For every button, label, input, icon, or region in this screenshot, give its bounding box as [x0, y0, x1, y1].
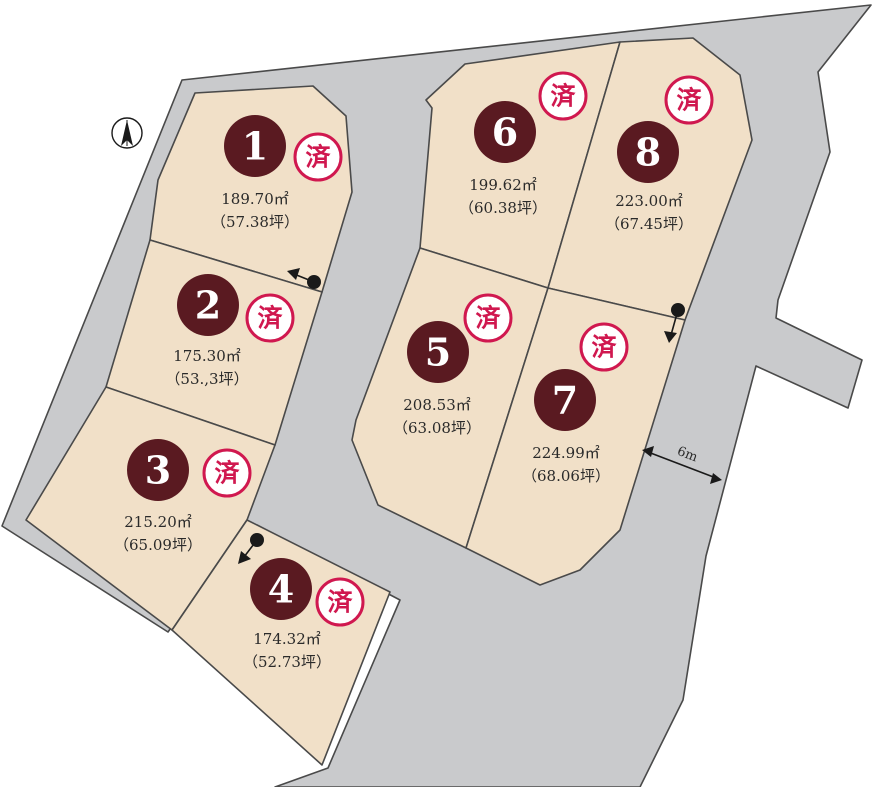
lot-1-parcel[interactable] [149, 85, 353, 293]
lot-area: 208.53㎡ [403, 396, 471, 414]
lot-6-labels: 6 済 199.62㎡ （60.38坪） [459, 71, 588, 217]
lot-number: 6 [492, 110, 518, 155]
sold-badge [538, 71, 588, 121]
lot-number: 5 [425, 330, 451, 375]
road-width-dimension: 6m [642, 444, 722, 484]
sold-mark: 済 [257, 304, 283, 333]
sold-badge [202, 448, 252, 498]
lot-7-labels: 7 済 224.99㎡ （68.06坪） [522, 322, 629, 485]
lot-area: 224.99㎡ [532, 444, 600, 462]
road-width-label: 6m [675, 444, 700, 465]
lot-area: 215.20㎡ [124, 513, 192, 531]
lot-area: 199.62㎡ [469, 176, 537, 194]
sold-badge [463, 293, 513, 343]
sold-mark: 済 [214, 459, 240, 488]
sold-mark: 済 [591, 333, 617, 362]
lot-number: 1 [242, 124, 268, 169]
lot-number-badge [127, 439, 189, 501]
lot-4-labels: 4 済 174.32㎡ （52.73坪） [243, 558, 365, 671]
sold-mark: 済 [475, 304, 501, 333]
lot-tsubo: （67.45坪） [605, 215, 693, 233]
lot-tsubo: （63.08坪） [393, 419, 481, 437]
lot-number-badge [474, 101, 536, 163]
lot-1[interactable] [149, 85, 353, 293]
lot-tsubo: （52.73坪） [243, 653, 331, 671]
lot-tsubo: （60.38坪） [459, 199, 547, 217]
lot-number-badge [407, 321, 469, 383]
lot-number: 7 [552, 378, 578, 423]
sold-mark: 済 [550, 82, 576, 111]
lot-number-badge [534, 369, 596, 431]
entrance-arrow-lot-1 [287, 268, 321, 289]
lot-3-labels: 3 済 215.20㎡ （65.09坪） [114, 439, 252, 554]
lot-7-parcel[interactable] [465, 287, 686, 586]
lot-area: 189.70㎡ [221, 190, 289, 208]
lot-number: 3 [145, 448, 171, 493]
lot-8-labels: 8 済 223.00㎡ （67.45坪） [605, 75, 714, 233]
lot-7[interactable] [465, 287, 686, 586]
sold-badge [315, 577, 365, 627]
lot-5-labels: 5 済 208.53㎡ （63.08坪） [393, 293, 513, 437]
lot-area: 223.00㎡ [615, 192, 683, 210]
lot-area: 175.30㎡ [173, 347, 241, 365]
lot-number-badge [224, 115, 286, 177]
sold-mark: 済 [676, 86, 702, 115]
sold-badge [293, 132, 343, 182]
lot-tsubo: （68.06坪） [522, 467, 610, 485]
sold-badge [245, 293, 295, 343]
lot-1-labels: 1 済 189.70㎡ （57.38坪） [211, 115, 343, 231]
entrance-arrow-lot-4 [238, 533, 264, 564]
sold-mark: 済 [327, 588, 353, 617]
lot-area: 174.32㎡ [253, 630, 321, 648]
entrance-arrow-lot-7 [664, 303, 685, 343]
north-arrow-icon [111, 117, 143, 149]
sold-mark: 済 [305, 143, 331, 172]
sold-badge [579, 322, 629, 372]
lot-tsubo: （57.38坪） [211, 213, 299, 231]
lot-number: 2 [195, 283, 221, 328]
lot-number: 4 [268, 567, 294, 612]
lot-number-badge [177, 274, 239, 336]
lot-tsubo: （53.,3坪） [165, 370, 248, 388]
lot-number-badge [617, 121, 679, 183]
lot-number: 8 [635, 130, 661, 175]
lot-number-badge [250, 558, 312, 620]
lot-tsubo: （65.09坪） [114, 536, 202, 554]
sold-badge [664, 75, 714, 125]
lot-2-labels: 2 済 175.30㎡ （53.,3坪） [165, 274, 295, 388]
